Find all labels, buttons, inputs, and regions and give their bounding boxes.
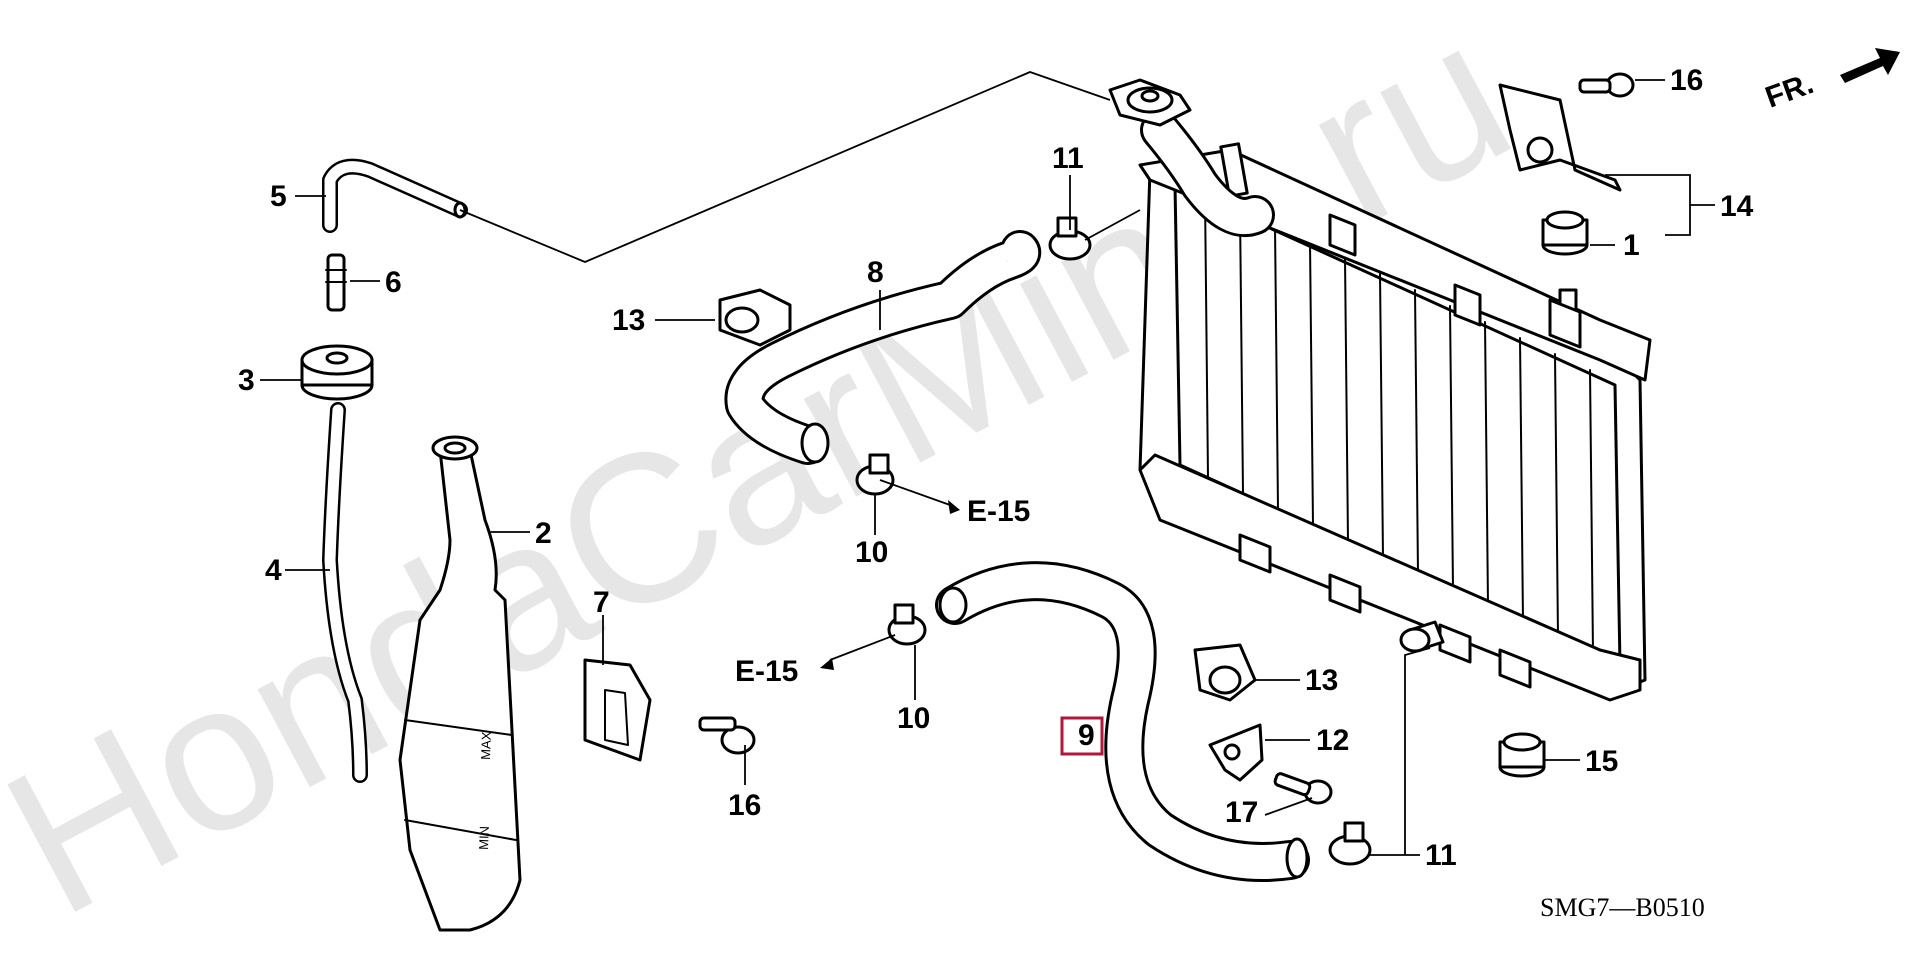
callout-16-top[interactable]: 16 (1670, 64, 1703, 97)
callout-1[interactable]: 1 (1623, 229, 1640, 262)
cushion[interactable] (1498, 732, 1546, 778)
callout-17[interactable]: 17 (1225, 796, 1258, 829)
highlight-box (1060, 716, 1104, 756)
overflow-hose[interactable] (322, 158, 468, 233)
callout-15[interactable]: 15 (1585, 745, 1618, 778)
hose-clamp[interactable] (1328, 821, 1372, 866)
radiator-cap[interactable] (1108, 78, 1275, 237)
bolt[interactable] (1578, 72, 1635, 98)
bolt[interactable] (698, 716, 756, 755)
diagram-code: SMG7—B0510 (1540, 893, 1705, 922)
callout-7[interactable]: 7 (593, 586, 610, 619)
reservoir-cap[interactable] (300, 344, 374, 401)
hose-clamp[interactable] (1048, 216, 1092, 261)
front-indicator-label: FR. (1761, 67, 1818, 115)
max-mark: MAX (478, 731, 494, 760)
bracket[interactable] (1208, 723, 1264, 782)
callout-5[interactable]: 5 (270, 180, 287, 213)
reservoir-tube[interactable] (322, 402, 368, 783)
upper-radiator-hose[interactable] (724, 230, 1041, 465)
callout-10-bottom[interactable]: 10 (897, 702, 930, 735)
upper-bracket[interactable] (1498, 83, 1622, 192)
callout-2[interactable]: 2 (535, 517, 552, 550)
reference-e15-lower[interactable]: E-15 (735, 655, 798, 688)
reference-e15-upper[interactable]: E-15 (967, 495, 1030, 528)
callout-11-top[interactable]: 11 (1052, 142, 1084, 175)
callout-13-left[interactable]: 13 (612, 304, 645, 337)
callout-14[interactable]: 14 (1720, 190, 1754, 223)
hose-clamp[interactable] (887, 603, 927, 646)
callout-13-right[interactable]: 13 (1305, 664, 1338, 697)
front-arrow-icon: FR. (1761, 48, 1900, 115)
radiator[interactable] (1138, 142, 1652, 702)
callout-11-bottom[interactable]: 11 (1425, 839, 1457, 872)
hose-clamp[interactable] (855, 453, 895, 496)
callout-6[interactable]: 6 (385, 266, 402, 299)
callout-16-bottom[interactable]: 16 (728, 789, 761, 822)
arrow-icon (820, 658, 834, 670)
callout-12[interactable]: 12 (1316, 724, 1349, 757)
lower-radiator-hose[interactable] (935, 561, 1310, 882)
callout-8[interactable]: 8 (867, 256, 884, 289)
callout-10-top[interactable]: 10 (855, 536, 888, 569)
cushion[interactable] (1541, 210, 1589, 256)
clip[interactable] (1193, 643, 1257, 702)
reservoir-tank[interactable]: MAX MIN (398, 435, 522, 932)
reservoir-bracket[interactable] (583, 658, 652, 762)
min-mark: MIN (476, 826, 492, 850)
callout-9[interactable]: 9 (1078, 719, 1095, 752)
leader-lines (260, 71, 1715, 856)
callout-4[interactable]: 4 (265, 554, 282, 587)
clip[interactable] (718, 288, 792, 347)
bolt[interactable] (1273, 772, 1333, 805)
arrow-icon (948, 500, 960, 514)
callout-3[interactable]: 3 (238, 364, 255, 397)
joint[interactable] (325, 253, 347, 312)
